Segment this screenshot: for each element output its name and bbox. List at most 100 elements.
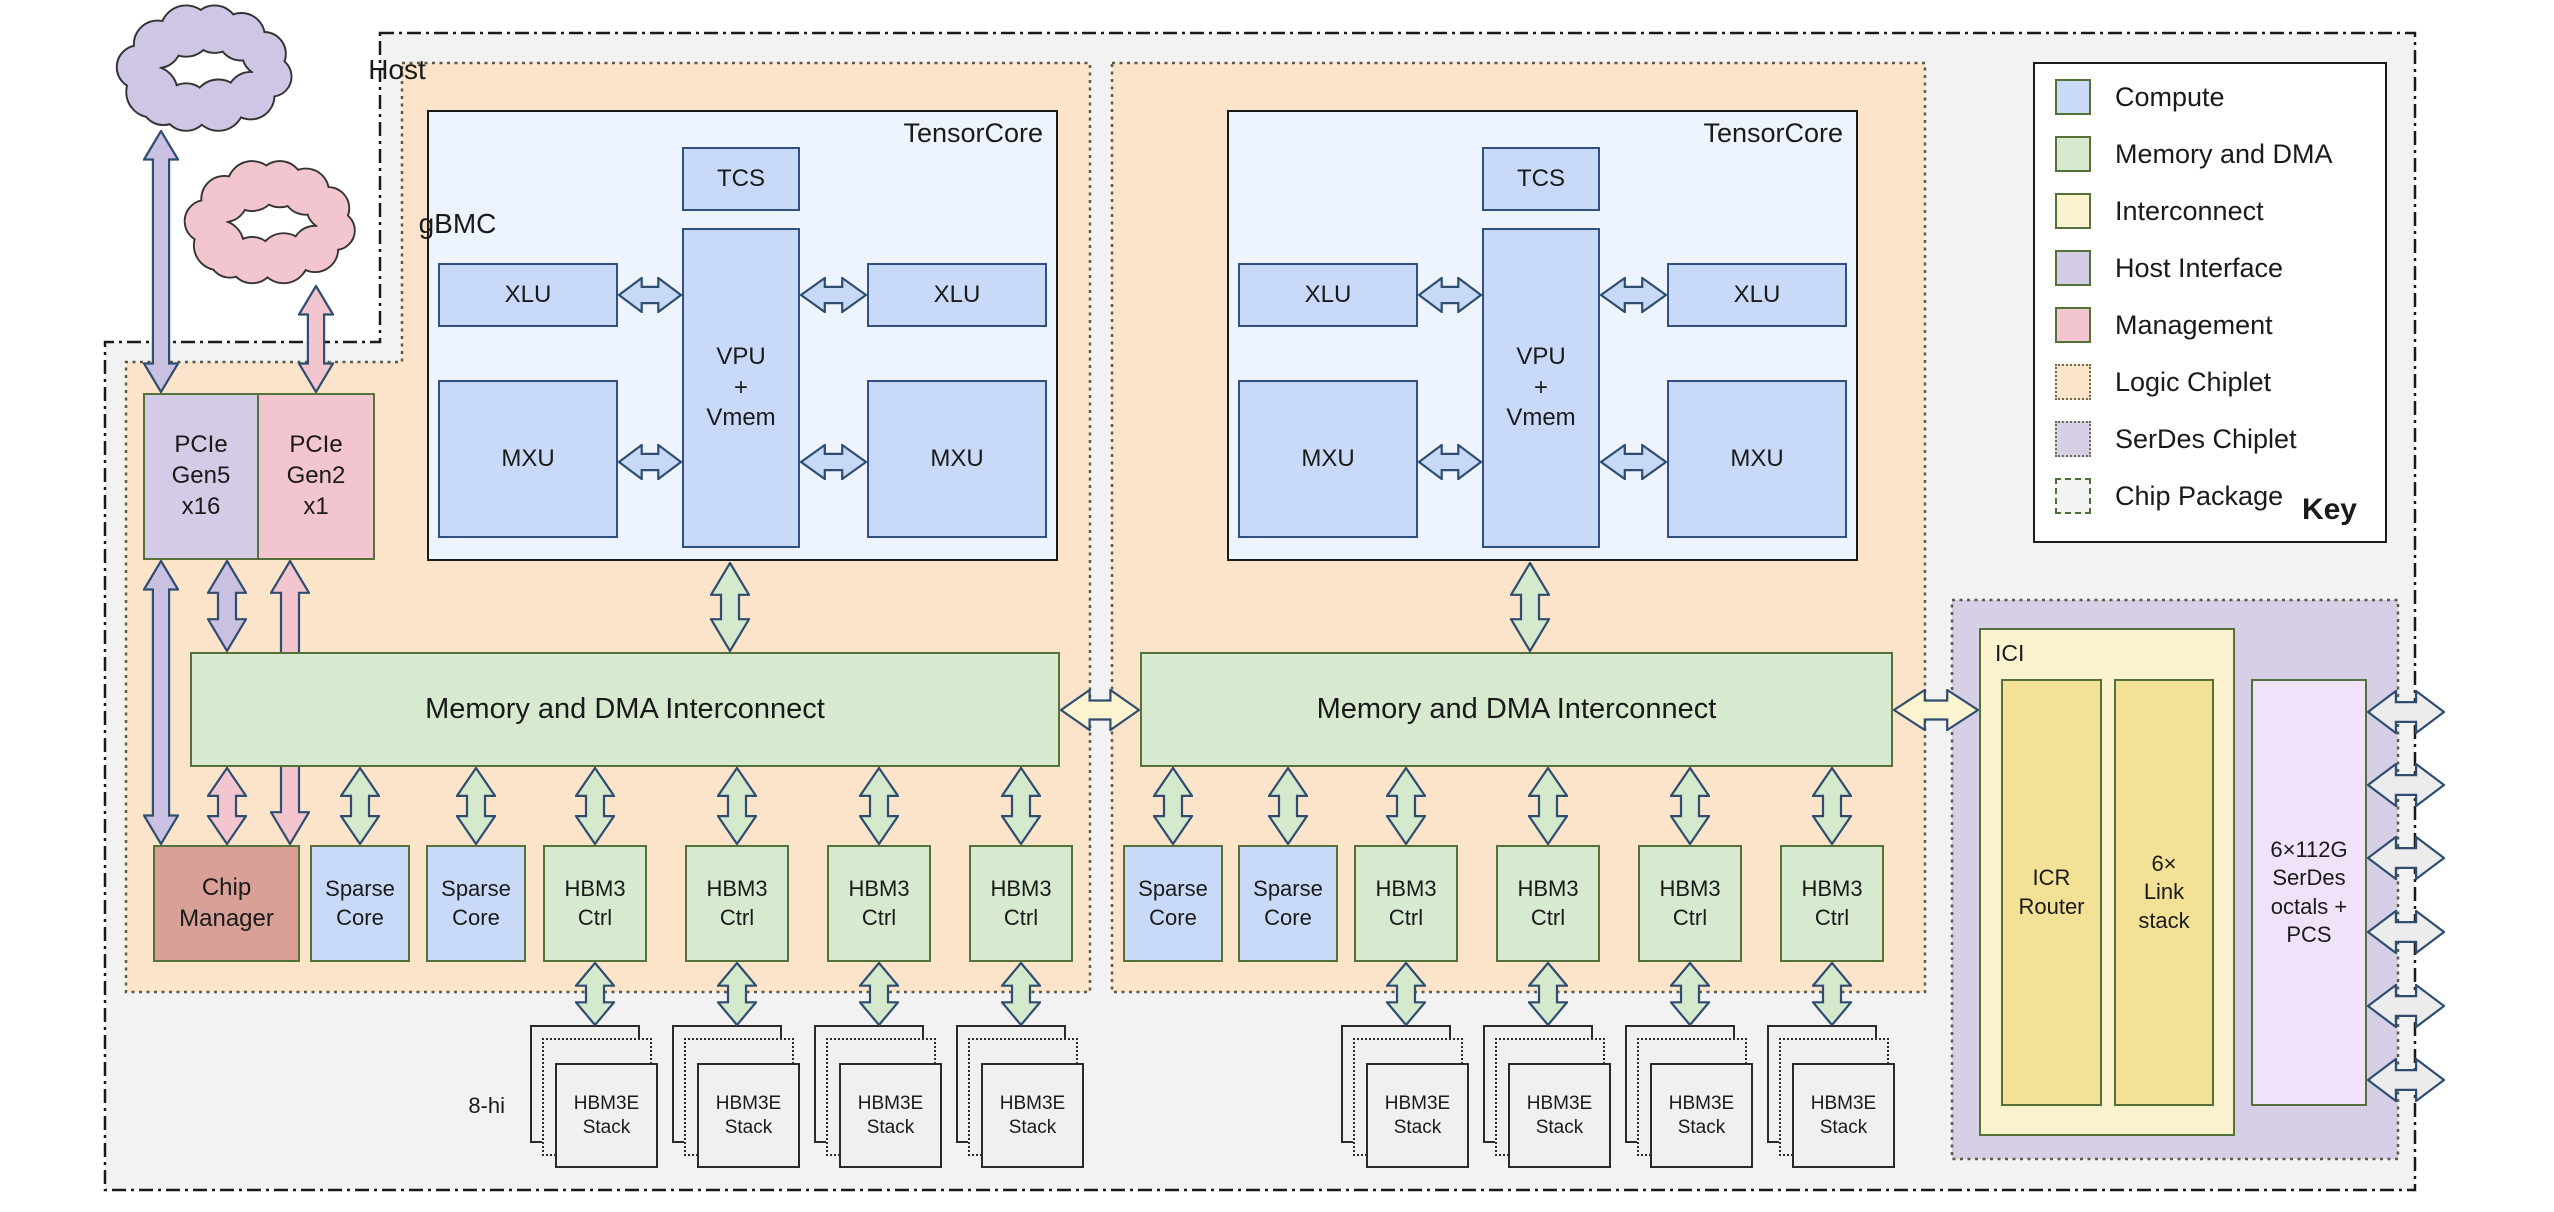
arrow-interconnect-hbm3-ctrl xyxy=(573,766,617,846)
link-stack-block: 6× Link stack xyxy=(2114,679,2214,1106)
arrow-serdes-external-link xyxy=(2366,1056,2446,1104)
legend-label: Memory and DMA xyxy=(2115,139,2333,169)
arrow-interconnect-hbm3-ctrl xyxy=(1668,766,1712,846)
legend-title: Key xyxy=(2301,493,2357,526)
legend-label: Logic Chiplet xyxy=(2115,367,2272,397)
hbm3e-stack-block: HBM3E Stack xyxy=(839,1063,942,1168)
arrow-interconnect-sparse-core xyxy=(1151,766,1195,846)
legend-label: Chip Package xyxy=(2115,481,2284,511)
arrow-mxu-vpu xyxy=(617,442,683,482)
hbm3-ctrl-block: HBM3 Ctrl xyxy=(685,845,789,962)
legend-swatch-chip-package xyxy=(2055,478,2091,514)
icr-router-block: ICR Router xyxy=(2001,679,2102,1106)
tensorcore-2-title: TensorCore xyxy=(1703,118,1843,148)
legend-label: Host Interface xyxy=(2115,253,2284,283)
mxu-block: MXU xyxy=(438,380,618,538)
arrow-xlu-vpu xyxy=(617,275,683,315)
hbm3e-stack-block: HBM3E Stack xyxy=(1792,1063,1895,1168)
legend-swatch-memory-dma xyxy=(2055,136,2091,172)
xlu-block: XLU xyxy=(1667,263,1847,327)
arrow-gbmc-pcie2 xyxy=(297,283,335,395)
stack-height-label: 8-hi xyxy=(468,1093,505,1118)
arrow-serdes-external-link xyxy=(2366,761,2446,809)
arrow-vpu-xlu xyxy=(799,275,868,315)
legend-swatch-logic-chiplet xyxy=(2055,364,2091,400)
legend-label: Management xyxy=(2115,310,2273,340)
legend-swatch-management xyxy=(2055,307,2091,343)
hbm3e-stack-block: HBM3E Stack xyxy=(1650,1063,1753,1168)
pcie-gen2-block: PCIe Gen2 x1 xyxy=(257,393,375,560)
hbm3-ctrl-block: HBM3 Ctrl xyxy=(1638,845,1742,962)
arrow-hbm3ctrl-stack xyxy=(1810,961,1854,1027)
arrow-host-pcie5 xyxy=(142,128,180,395)
legend-label: SerDes Chiplet xyxy=(2115,424,2297,454)
arrow-interconnect1-interconnect2 xyxy=(1059,687,1141,733)
ici-title: ICI xyxy=(1995,640,2025,666)
hbm3-ctrl-block: HBM3 Ctrl xyxy=(1780,845,1884,962)
hbm3-ctrl-block: HBM3 Ctrl xyxy=(969,845,1073,962)
xlu-block: XLU xyxy=(438,263,618,327)
arrow-serdes-external-link xyxy=(2366,982,2446,1030)
hbm3e-stack-block: HBM3E Stack xyxy=(555,1063,658,1168)
arrow-interconnect-chip-manager xyxy=(205,766,249,846)
host-cloud-label: Host xyxy=(368,54,426,85)
sparse-core-block: Sparse Core xyxy=(426,845,526,962)
xlu-block: XLU xyxy=(867,263,1047,327)
cloud-icon xyxy=(115,4,293,132)
memory-dma-interconnect-1: Memory and DMA Interconnect xyxy=(190,652,1060,767)
arrow-interconnect2-ici xyxy=(1891,687,1981,733)
arrow-interconnect-hbm3-ctrl xyxy=(1526,766,1570,846)
arrow-tensorcore2-interconnect xyxy=(1509,560,1551,654)
arrow-serdes-external-link xyxy=(2366,688,2446,736)
mxu-block: MXU xyxy=(867,380,1047,538)
arrow-hbm3ctrl-stack xyxy=(1384,961,1428,1027)
arrow-tensorcore1-interconnect xyxy=(709,560,751,654)
arrow-interconnect-hbm3-ctrl xyxy=(857,766,901,846)
arrow-vpu-mxu xyxy=(1599,442,1668,482)
xlu-block: XLU xyxy=(1238,263,1418,327)
hbm3-ctrl-block: HBM3 Ctrl xyxy=(543,845,647,962)
arrow-pcie5-chip-manager xyxy=(142,558,180,847)
legend-swatch-interconnect xyxy=(2055,193,2091,229)
mxu-block: MXU xyxy=(1238,380,1418,538)
arrow-interconnect-sparse-core xyxy=(1266,766,1310,846)
hbm3-ctrl-block: HBM3 Ctrl xyxy=(1496,845,1600,962)
arrow-serdes-external-link xyxy=(2366,834,2446,882)
arrow-mxu-vpu xyxy=(1417,442,1483,482)
sparse-core-block: Sparse Core xyxy=(1238,845,1338,962)
arrow-hbm3ctrl-stack xyxy=(1668,961,1712,1027)
tcs-block: TCS xyxy=(682,147,800,211)
arrow-hbm3ctrl-stack xyxy=(999,961,1043,1027)
serdes-octals-block: 6×112G SerDes octals + PCS xyxy=(2251,679,2367,1106)
host-cloud: Host xyxy=(112,4,426,136)
arrow-hbm3ctrl-stack xyxy=(1526,961,1570,1027)
arrow-interconnect-sparse-core xyxy=(338,766,382,846)
vpu-vmem-block: VPU + Vmem xyxy=(682,228,800,548)
gbmc-cloud-label: gBMC xyxy=(418,208,497,239)
arrow-interconnect-sparse-core xyxy=(454,766,498,846)
arrow-interconnect-hbm3-ctrl xyxy=(1384,766,1428,846)
arrow-interconnect-hbm3-ctrl xyxy=(999,766,1043,846)
hbm3e-stack-block: HBM3E Stack xyxy=(697,1063,800,1168)
legend-swatch-compute xyxy=(2055,79,2091,115)
arrow-vpu-mxu xyxy=(799,442,868,482)
vpu-vmem-block: VPU + Vmem xyxy=(1482,228,1600,548)
tensorcore-1-title: TensorCore xyxy=(903,118,1043,148)
pcie-gen5-block: PCIe Gen5 x16 xyxy=(143,393,259,560)
sparse-core-block: Sparse Core xyxy=(1123,845,1223,962)
arrow-vpu-xlu xyxy=(1599,275,1668,315)
legend-label: Interconnect xyxy=(2115,196,2264,226)
chip-manager-block: Chip Manager xyxy=(153,845,300,962)
legend: Compute Memory and DMA Interconnect Host… xyxy=(2033,62,2387,543)
arrow-xlu-vpu xyxy=(1417,275,1483,315)
hbm3e-stack-block: HBM3E Stack xyxy=(981,1063,1084,1168)
arrow-pcie5-interconnect xyxy=(206,558,248,654)
arrow-interconnect-hbm3-ctrl xyxy=(1810,766,1854,846)
mxu-block: MXU xyxy=(1667,380,1847,538)
cloud-icon xyxy=(183,160,356,285)
arrow-hbm3ctrl-stack xyxy=(715,961,759,1027)
arrow-interconnect-hbm3-ctrl xyxy=(715,766,759,846)
arrow-serdes-external-link xyxy=(2366,908,2446,956)
sparse-core-block: Sparse Core xyxy=(310,845,410,962)
